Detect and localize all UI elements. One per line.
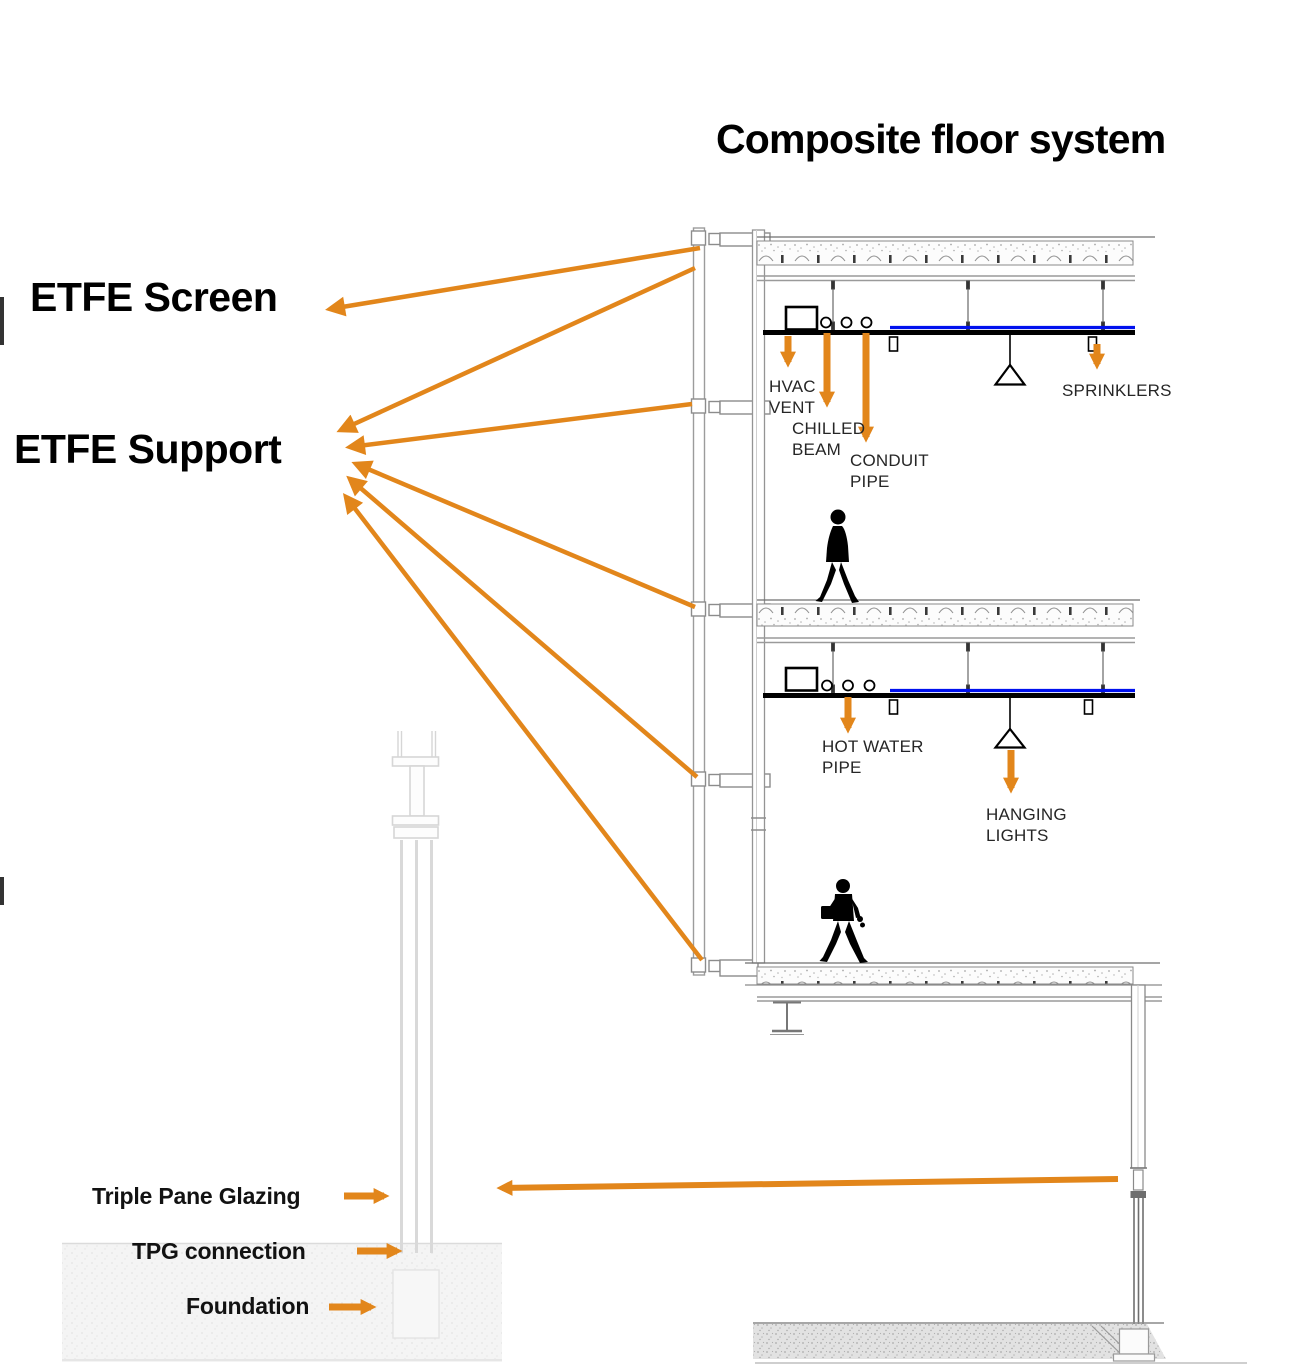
label-etfe-screen: ETFE Screen	[30, 274, 278, 320]
page-edge-artifacts	[0, 297, 4, 905]
ceiling-pipes	[820, 316, 873, 329]
sprinkler-drops	[888, 336, 1098, 352]
floor-1	[756, 236, 1155, 386]
hvac-vent-box	[784, 666, 819, 692]
etfe-support-arrow-4	[346, 475, 699, 779]
label-hvac-vent: HVAC VENT	[769, 377, 816, 417]
hanging-light-fixture	[993, 335, 1027, 386]
callout-arrows	[325, 245, 1119, 1315]
etfe-screen-arrow	[325, 245, 701, 317]
sprinkler-drops	[888, 699, 1094, 715]
composite-deck-slab	[756, 966, 1134, 985]
label-tpg-connection: TPG connection	[132, 1238, 306, 1264]
hvac-vent-box	[784, 305, 819, 331]
label-hot-water-pipe: HOT WATER PIPE	[822, 737, 924, 777]
hanging-light-fixture	[993, 698, 1027, 749]
etfe-support-arrow-3	[351, 460, 696, 610]
triple-pane-glazing-detail	[391, 731, 440, 1339]
etfe-support-arrow-5	[342, 493, 704, 962]
floor-2	[756, 599, 1140, 749]
label-sprinklers: SPRINKLERS	[1062, 381, 1172, 400]
label-etfe-support: ETFE Support	[14, 426, 282, 472]
label-chilled-beam: CHILLED BEAM	[792, 419, 866, 459]
label-hanging-lights: HANGING LIGHTS	[986, 805, 1067, 845]
right-glazing-column	[1130, 984, 1147, 1332]
person-upper-floor	[815, 509, 859, 603]
ground-right	[753, 1322, 1247, 1364]
person-lower-floor	[819, 879, 868, 963]
label-triple-pane-glazing: Triple Pane Glazing	[92, 1183, 301, 1209]
ceiling-pipes	[821, 679, 876, 692]
composite-deck-slab	[756, 240, 1134, 266]
ceiling-hanger-rods	[831, 280, 1105, 331]
label-foundation: Foundation	[186, 1293, 310, 1319]
edge-i-beam	[770, 1001, 804, 1035]
facade-wall-column	[751, 229, 766, 964]
floor-3-walkway	[745, 962, 1247, 1364]
etfe-support-arrow-1	[336, 265, 696, 433]
label-conduit-pipe: CONDUIT PIPE	[850, 451, 929, 491]
composite-deck-slab	[756, 603, 1134, 627]
column-footing	[1118, 1328, 1150, 1355]
page-title: Composite floor system	[716, 116, 1166, 162]
etfe-support-arrow-2	[345, 401, 693, 456]
glazing-long-arrow	[496, 1176, 1119, 1196]
